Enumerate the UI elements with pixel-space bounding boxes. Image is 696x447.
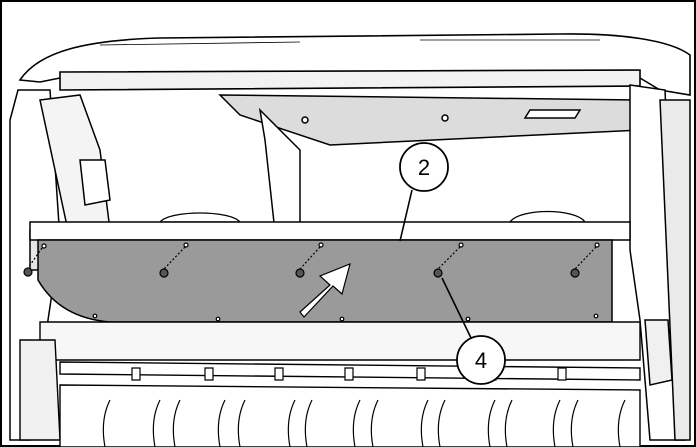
bed-ribs [102, 399, 626, 447]
panel-ledge [29, 221, 631, 241]
install-direction-arrow [299, 262, 351, 318]
callout-2-label: 2 [418, 155, 430, 180]
callout-2-leader [399, 189, 413, 242]
callout-4-label: 4 [475, 348, 487, 373]
callout-4-leader [441, 277, 473, 341]
callout-2: 2 [399, 142, 449, 192]
upper-frame [218, 94, 641, 233]
fasteners [23, 242, 600, 322]
right-pillar [629, 84, 691, 441]
callout-4: 4 [456, 335, 506, 385]
roof [18, 33, 691, 96]
